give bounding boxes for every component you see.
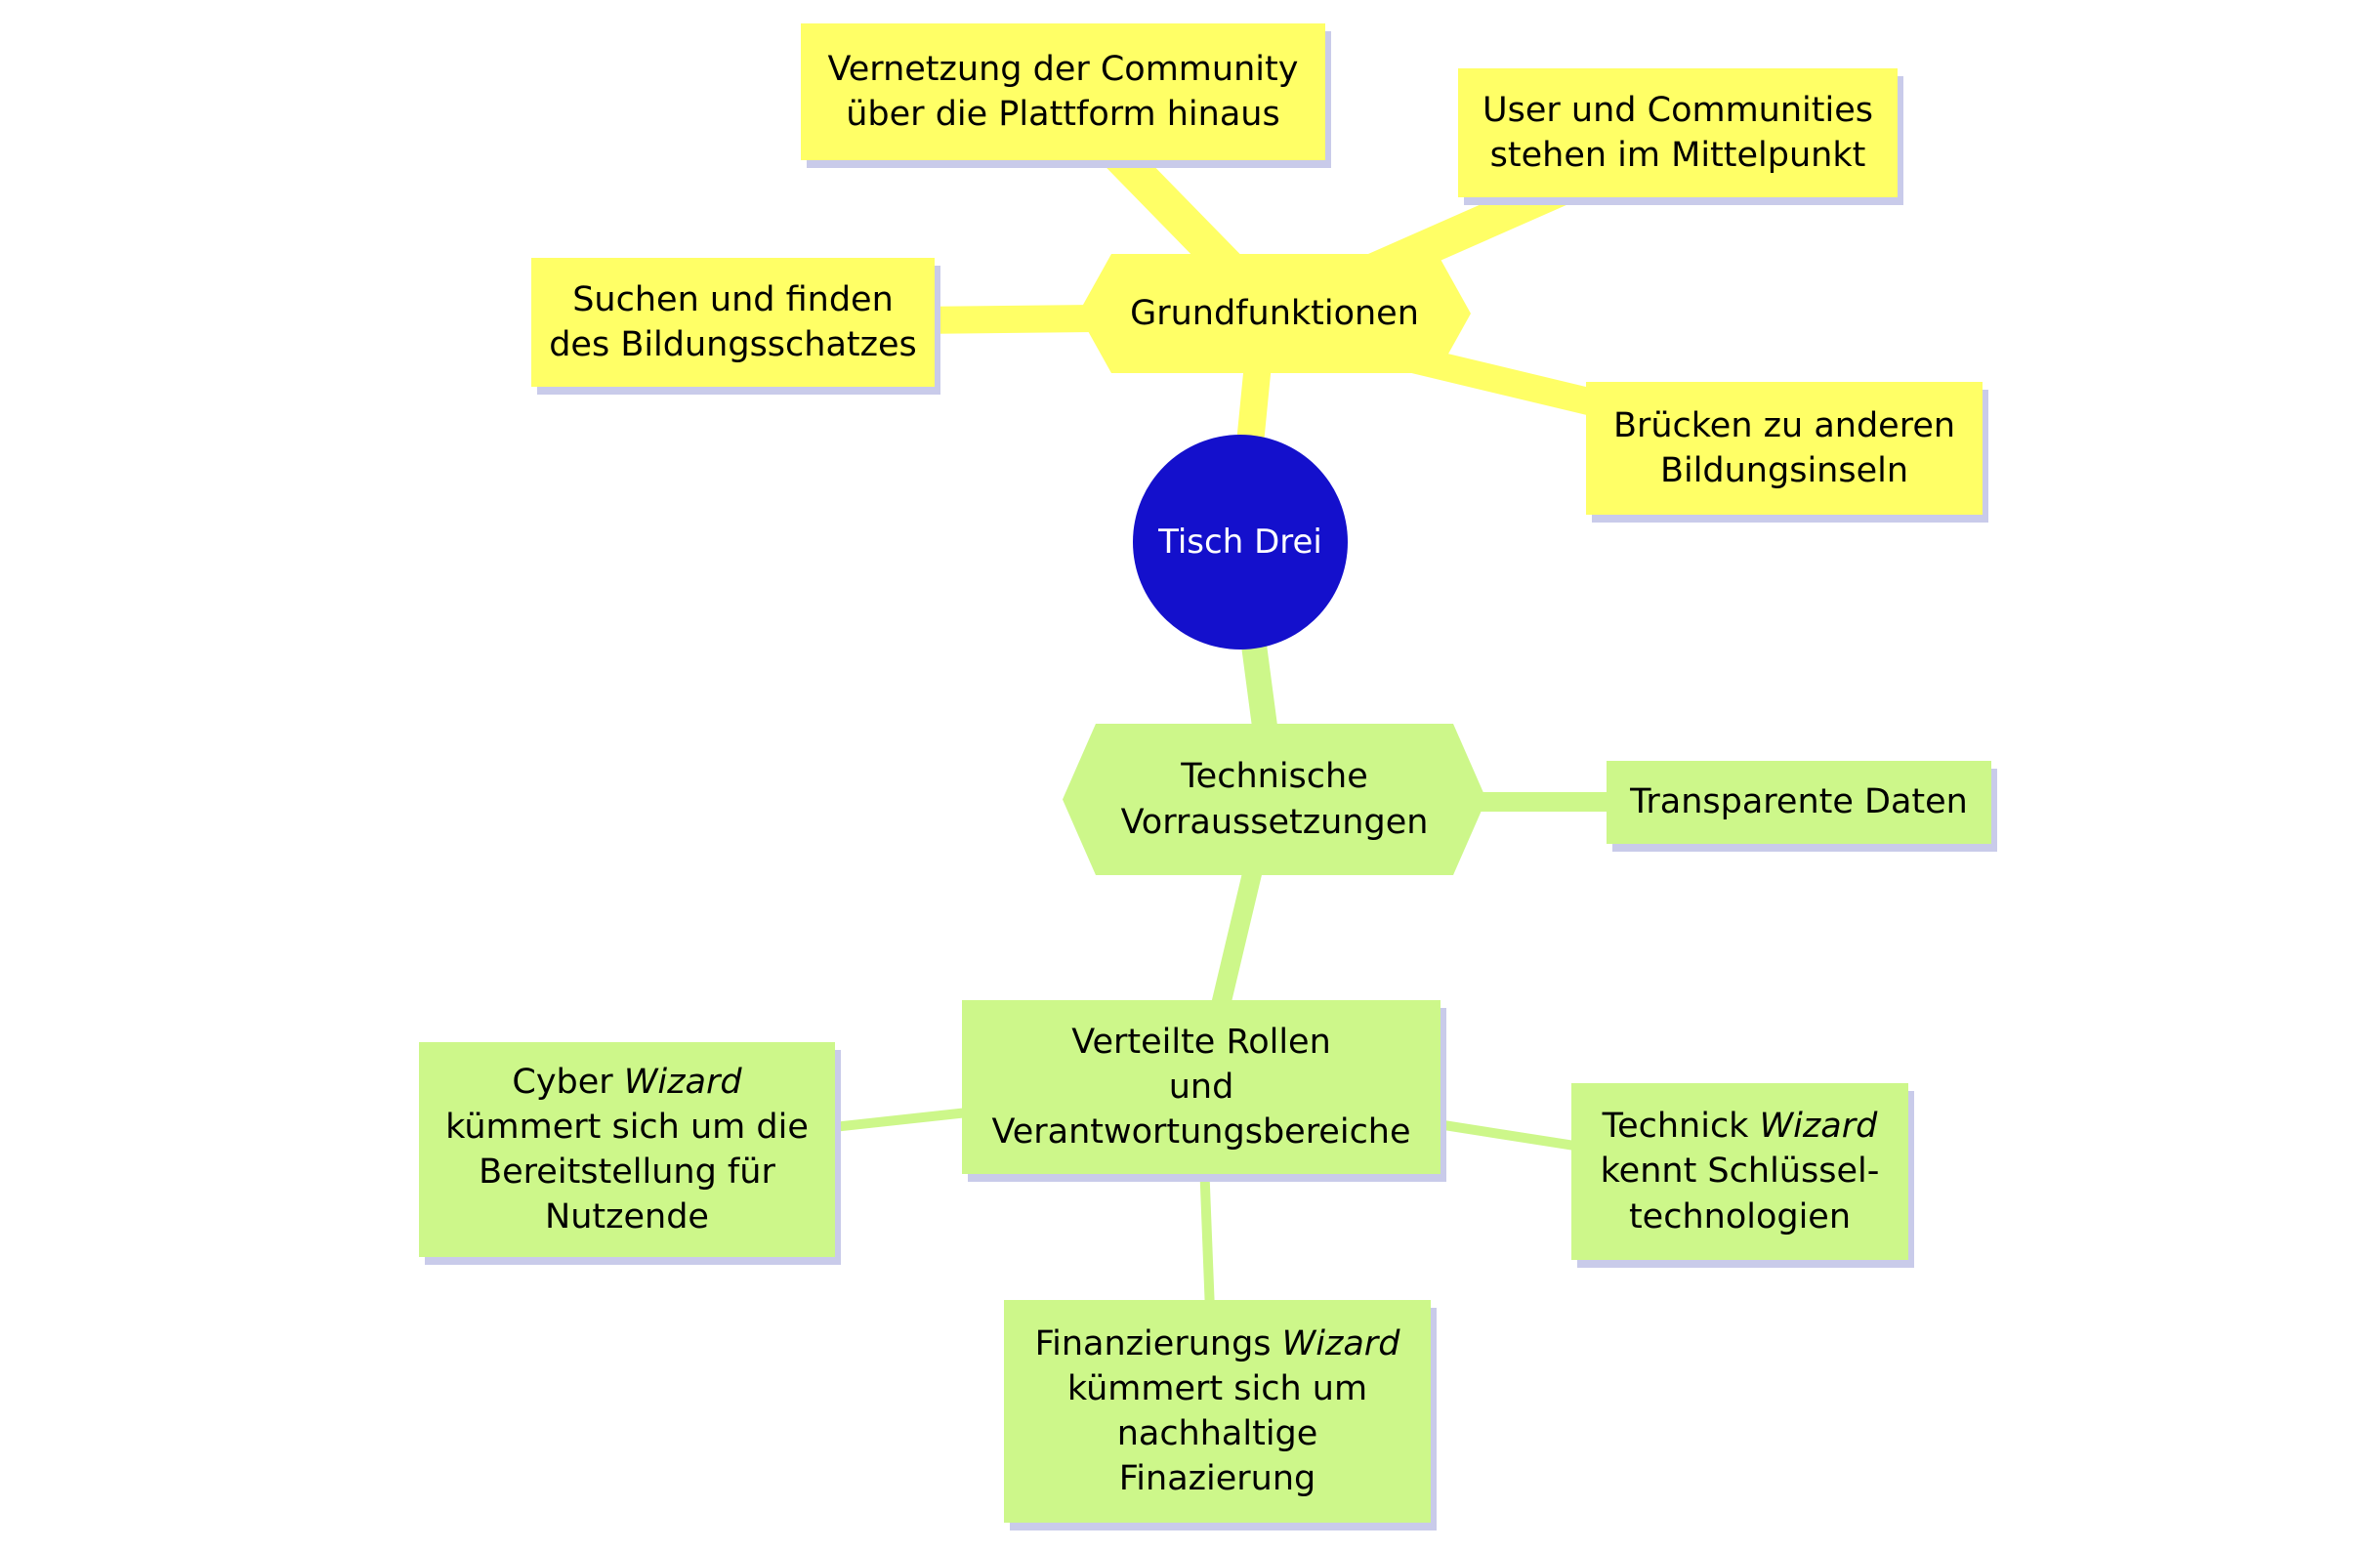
node-finanzierung-wizard[interactable]: Finanzierungs Wizard kümmert sich um nac… [1004,1300,1431,1523]
node-technick-wizard-label: Technick Wizard kennt Schlüssel- technol… [1600,1107,1880,1237]
node-grundfunktionen-label: Grundfunktionen [1130,293,1419,333]
node-technische-label: Technische Vorraussetzungen [1120,757,1429,842]
node-transparente-label: Transparente Daten [1630,782,1968,822]
node-technische[interactable]: Technische Vorraussetzungen [1063,724,1486,875]
node-center-tisch-drei[interactable]: Tisch Drei [1133,435,1348,650]
node-suchen[interactable]: Suchen und finden des Bildungsschatzes [531,258,935,387]
node-bruecken-label: Brücken zu anderen Bildungsinseln [1612,405,1956,490]
node-finanzierung-wizard-label: Finanzierungs Wizard kümmert sich um nac… [1034,1323,1400,1499]
node-technick-wizard[interactable]: Technick Wizard kennt Schlüssel- technol… [1571,1083,1908,1260]
node-user-communities-label: User und Communities stehen im Mittelpun… [1482,90,1873,175]
node-verteilte-label: Verteilte Rollen und Verantwortungsberei… [991,1022,1411,1153]
node-cyber-wizard-label: Cyber Wizard kümmert sich um die Bereits… [445,1062,809,1237]
node-suchen-label: Suchen und finden des Bildungsschatzes [549,279,917,364]
node-center-label: Tisch Drei [1158,522,1322,562]
node-grundfunktionen[interactable]: Grundfunktionen [1078,254,1471,373]
node-cyber-wizard[interactable]: Cyber Wizard kümmert sich um die Bereits… [419,1042,835,1257]
node-bruecken[interactable]: Brücken zu anderen Bildungsinseln [1586,382,1983,515]
node-user-communities[interactable]: User und Communities stehen im Mittelpun… [1458,68,1898,197]
node-vernetzung-label: Vernetzung der Community über die Plattf… [827,49,1299,134]
node-transparente[interactable]: Transparente Daten [1607,761,1991,844]
node-verteilte[interactable]: Verteilte Rollen und Verantwortungsberei… [962,1000,1441,1174]
node-vernetzung[interactable]: Vernetzung der Community über die Plattf… [801,23,1325,160]
